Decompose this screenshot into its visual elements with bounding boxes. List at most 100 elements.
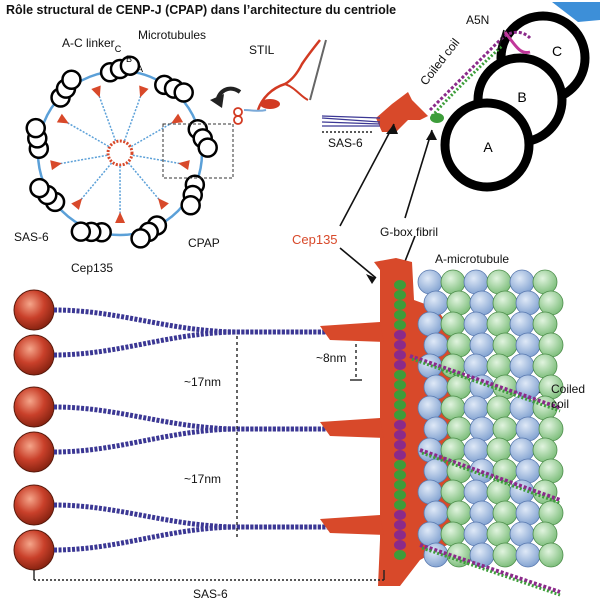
tubulin-subunit	[423, 332, 449, 358]
gbox-bead	[394, 410, 406, 420]
label-stil: STIL	[249, 43, 275, 57]
sas6-fibril	[53, 426, 380, 455]
tubulin-subunit	[532, 311, 558, 337]
label-sas6-left: SAS-6	[14, 230, 49, 244]
tubulin-subunit	[538, 332, 564, 358]
sas6-fibril	[53, 329, 380, 358]
sas6-head	[13, 334, 55, 376]
spoke	[97, 92, 117, 142]
label-a-microtubule: A-microtubule	[435, 252, 510, 266]
gbox-bead	[394, 520, 406, 530]
cep135-mark	[71, 198, 83, 210]
tubulin-subunit	[486, 437, 512, 463]
microtubule-ring	[61, 69, 82, 91]
tubulin-subunit	[515, 332, 541, 358]
tubulin-subunit	[486, 395, 512, 421]
tubulin-subunit	[417, 269, 443, 295]
coiled-coil-strand	[421, 546, 561, 597]
cep135-arm	[320, 322, 384, 342]
triplet-b-label: B	[517, 89, 526, 105]
tubulin-subunit	[532, 479, 558, 505]
cep135-arm	[320, 418, 384, 438]
tubulin-subunit	[463, 269, 489, 295]
label-a5n: A5N	[466, 13, 490, 27]
gbox-bead	[394, 470, 406, 480]
label-coiled-coil-right: Coiled coil	[551, 382, 586, 411]
label-microtubules: Microtubules	[138, 28, 207, 42]
tubulin-subunit	[469, 416, 495, 442]
tubulin-subunit	[532, 521, 558, 547]
small-triplet-letter: A	[137, 64, 143, 74]
tubulin-subunit	[486, 479, 512, 505]
sas6-head	[13, 386, 55, 428]
cep135-mark	[171, 113, 184, 124]
tubulin-subunit	[486, 269, 512, 295]
gbox-bead	[394, 480, 406, 490]
tubulin-subunit	[446, 374, 472, 400]
microtubule-ring	[197, 137, 218, 158]
small-triplet-letter: B	[126, 54, 132, 64]
cep135-mark	[178, 160, 190, 171]
gbox-bead	[394, 420, 406, 430]
tubulin-subunit	[469, 500, 495, 526]
microtubule-ring	[25, 117, 46, 139]
tubulin-subunit	[423, 500, 449, 526]
tubulin-subunit	[515, 500, 541, 526]
tubulin-subunit	[417, 521, 443, 547]
tubulin-subunit	[469, 290, 495, 316]
spoke	[78, 162, 113, 203]
tubulin-subunit	[532, 437, 558, 463]
tubulin-subunit	[423, 416, 449, 442]
cep135-mark	[56, 113, 69, 124]
spoke	[64, 120, 110, 148]
cep135-mark	[91, 85, 101, 98]
gbox-bead	[394, 490, 406, 500]
tubulin-subunit	[440, 479, 466, 505]
tubulin-subunit	[486, 311, 512, 337]
small-triplet-letter: C	[115, 44, 122, 54]
gbox-bead	[394, 290, 406, 300]
tubulin-subunit	[492, 416, 518, 442]
cep135-mark	[157, 198, 169, 210]
microtubule-ring	[119, 55, 141, 76]
tubulin-subunit	[515, 416, 541, 442]
sas6-head	[13, 484, 55, 526]
tubulin-subunit	[509, 479, 535, 505]
centriole-side-view	[13, 258, 564, 597]
gbox-bead	[394, 380, 406, 390]
cep135-mark	[115, 211, 126, 224]
spoke	[56, 154, 108, 165]
tubulin-subunit	[515, 290, 541, 316]
label-cep135-left: Cep135	[71, 261, 114, 275]
gbox-bead	[394, 500, 406, 510]
label-17nm-b: ~17nm	[184, 472, 222, 486]
tubulin-subunit	[515, 542, 541, 568]
tubulin-subunit	[440, 311, 466, 337]
tubulin-subunit	[538, 290, 564, 316]
gbox-bead	[394, 400, 406, 410]
coiled-coil-strand	[421, 451, 561, 505]
tubulin-subunit	[469, 332, 495, 358]
microtubule-ring	[130, 228, 151, 249]
tubulin-subunit	[509, 311, 535, 337]
tubulin-subunit	[492, 542, 518, 568]
gbox-bead	[394, 370, 406, 380]
cep135-mark	[50, 160, 62, 171]
tubulin-subunit	[440, 269, 466, 295]
gbox-bead	[394, 280, 406, 290]
triplet-microtubules: C B A	[321, 2, 600, 192]
microtubule-ring	[173, 82, 194, 103]
measurement-lines	[33, 336, 385, 581]
sas6-head	[13, 529, 55, 571]
tubulin-subunit	[515, 458, 541, 484]
gbox-bead	[394, 540, 406, 550]
cep135-arm	[320, 515, 384, 535]
gbox-bead	[394, 390, 406, 400]
tubulin-subunit	[538, 542, 564, 568]
tubulin-subunit	[463, 521, 489, 547]
label-8nm: ~8nm	[316, 351, 347, 365]
zoom-box	[162, 123, 234, 179]
tubulin-subunit	[463, 395, 489, 421]
gbox-bead	[394, 350, 406, 360]
